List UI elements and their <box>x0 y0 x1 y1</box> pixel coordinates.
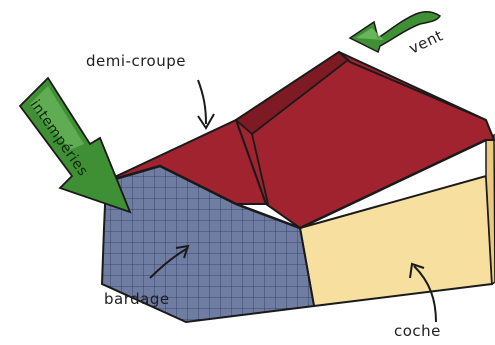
label-bardage: bardage <box>104 290 170 308</box>
coche-pointer <box>409 262 437 323</box>
demi-croupe-pointer <box>197 79 215 130</box>
roof-hip-line <box>251 133 269 205</box>
bardage-pointer <box>149 244 190 279</box>
roof-eave-line <box>103 138 487 230</box>
label-coche: coche <box>394 322 441 340</box>
roof-ridge-line <box>338 51 487 121</box>
label-vent: vent <box>406 26 446 57</box>
curved-arrow-icon <box>348 11 442 54</box>
big-arrow-icon <box>18 76 132 214</box>
label-demi-croupe: demi-croupe <box>86 52 186 70</box>
